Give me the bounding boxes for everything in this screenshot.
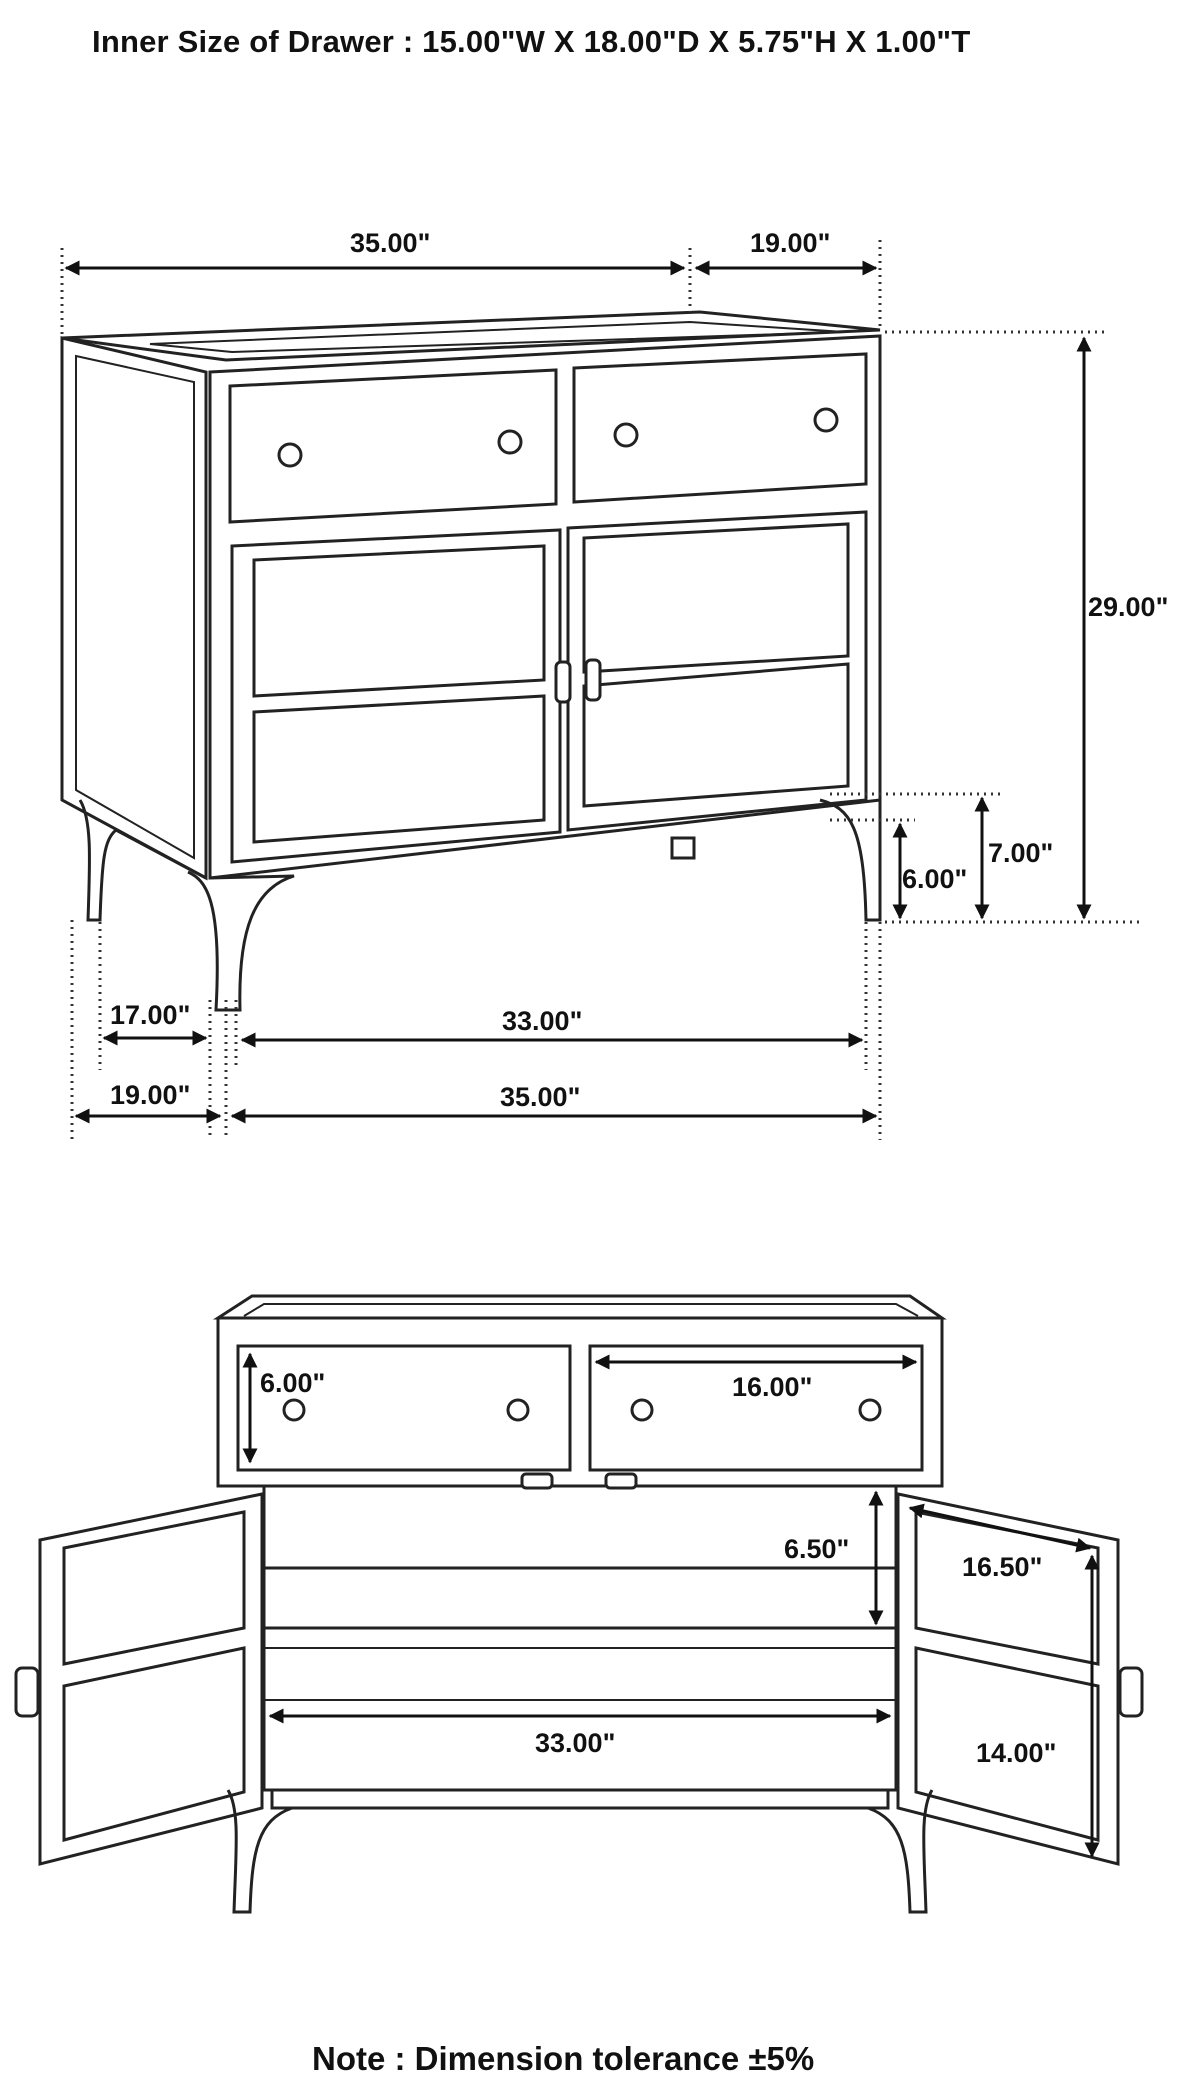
drawer-right-open [588, 1344, 924, 1472]
door-handle-icon [554, 660, 572, 704]
door-height-label: 14.00" [976, 1738, 1056, 1768]
door-handle-icon [584, 658, 602, 702]
clearance-label: 6.00" [902, 864, 967, 894]
side-outer-label: 19.00" [110, 1080, 190, 1110]
door-left [230, 528, 562, 864]
knob-icon [497, 429, 523, 455]
width-label: 35.00" [350, 228, 430, 258]
catch-icon [520, 1472, 554, 1490]
drawer-right [572, 352, 868, 504]
knob-icon [506, 1398, 530, 1422]
shelf-gap-label: 6.50" [784, 1534, 849, 1564]
left-door-open [38, 1492, 264, 1866]
door-handle-icon [1118, 1666, 1144, 1718]
front-outer-label: 35.00" [500, 1082, 580, 1112]
drawer-height-label: 6.00" [260, 1368, 325, 1398]
knob-icon [282, 1398, 306, 1422]
interior-width-label: 33.00" [535, 1728, 615, 1758]
tolerance-note: Note : Dimension tolerance ±5% [312, 2040, 815, 2077]
closed-cabinet-view [60, 310, 882, 1012]
drawer-left [228, 368, 558, 524]
right-door-open [896, 1492, 1120, 1866]
drawer-left-open [236, 1344, 572, 1472]
knob-icon [813, 407, 839, 433]
knob-icon [630, 1398, 654, 1422]
door-width-arrow [908, 1503, 1092, 1553]
knob-icon [277, 442, 303, 468]
leg-height-label: 7.00" [988, 838, 1053, 868]
catch-icon [604, 1472, 638, 1490]
inner-size-title: Inner Size of Drawer : 15.00"W X 18.00"D… [92, 24, 971, 59]
door-right [566, 510, 868, 832]
front-inner-label: 33.00" [502, 1006, 582, 1036]
height-label: 29.00" [1088, 592, 1168, 622]
rear-leg [670, 836, 696, 860]
open-cabinet-view [14, 1294, 1144, 1914]
door-width-label: 16.50" [962, 1552, 1042, 1582]
side-inner-label: 17.00" [110, 1000, 190, 1030]
knob-icon [613, 422, 639, 448]
depth-label: 19.00" [750, 228, 830, 258]
knob-icon [858, 1398, 882, 1422]
door-handle-icon [14, 1666, 40, 1718]
drawer-width-label: 16.00" [732, 1372, 812, 1402]
